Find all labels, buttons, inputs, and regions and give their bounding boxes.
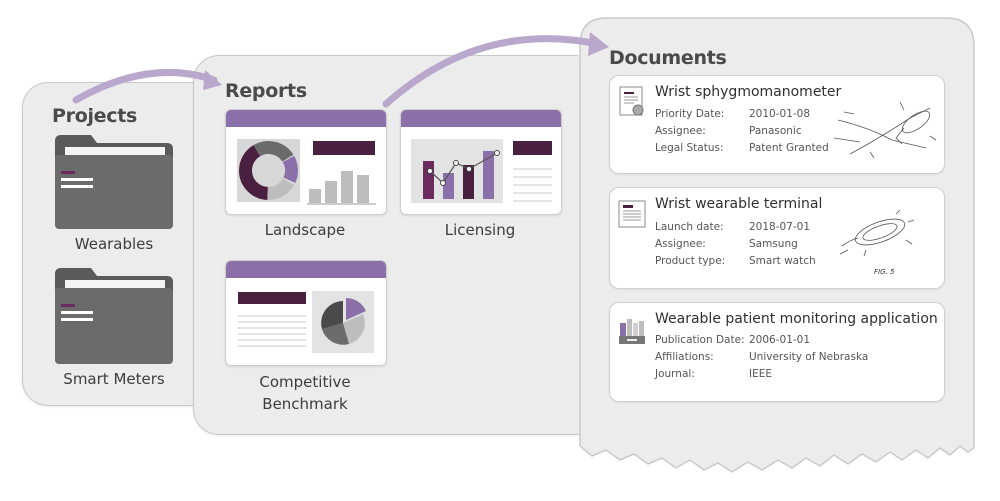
patent-certificate-icon: [619, 86, 644, 116]
figure-label: FIG. 5: [874, 268, 895, 276]
document-title: Wrist wearable terminal: [655, 196, 823, 212]
reports-title: Reports: [225, 80, 307, 102]
report-label-competitive-benchmark: Competitive Benchmark: [259, 373, 351, 413]
document-field: Launch date:2018-07-01: [655, 221, 811, 233]
document-field: Priority Date:2010-01-08: [655, 108, 811, 120]
report-card-header: [401, 110, 561, 127]
folder-icon: [55, 268, 173, 364]
document-field: Assignee:Samsung: [655, 238, 798, 250]
folder-wearables[interactable]: [55, 135, 173, 229]
document-field: Publication Date:2006-01-01: [655, 334, 811, 346]
report-card-header: [226, 110, 386, 127]
document-field: Journal:IEEE: [655, 368, 772, 380]
library-books-icon: [619, 319, 645, 344]
report-card-competitive-benchmark[interactable]: [225, 260, 387, 366]
report-card-header: [226, 261, 386, 278]
watch-drawing-thumbnail: [839, 209, 915, 257]
document-field: Legal Status:Patent Granted: [655, 142, 829, 154]
document-field: Assignee:Panasonic: [655, 125, 802, 137]
document-card[interactable]: Wrist sphygmomanometer Priority Date:201…: [609, 75, 945, 174]
document-field: Product type:Smart watch: [655, 255, 816, 267]
report-label-licensing: Licensing: [444, 221, 516, 239]
document-title: Wearable patient monitoring application: [655, 311, 938, 327]
patent-drawing-thumbnail: [833, 101, 937, 158]
documents-title: Documents: [609, 47, 727, 69]
folder-icon: [55, 135, 173, 229]
donut-and-bar-thumbnail: [237, 139, 376, 205]
folder-label-wearables: Wearables: [74, 235, 154, 253]
pie-thumbnail: [238, 291, 374, 353]
document-field: Affiliations:University of Nebraska: [655, 351, 869, 363]
folder-smart-meters[interactable]: [55, 268, 173, 364]
product-sheet-icon: [618, 200, 646, 228]
document-card[interactable]: Wearable patient monitoring application …: [609, 302, 945, 402]
folder-label-smart-meters: Smart Meters: [63, 370, 165, 388]
report-card-licensing[interactable]: [400, 109, 562, 215]
document-title: Wrist sphygmomanometer: [655, 84, 842, 100]
projects-title: Projects: [52, 105, 138, 127]
report-label-landscape: Landscape: [264, 221, 346, 239]
report-card-landscape[interactable]: [225, 109, 387, 215]
bar-line-thumbnail: [411, 139, 552, 203]
document-card[interactable]: Wrist wearable terminal Launch date:2018…: [609, 187, 945, 289]
